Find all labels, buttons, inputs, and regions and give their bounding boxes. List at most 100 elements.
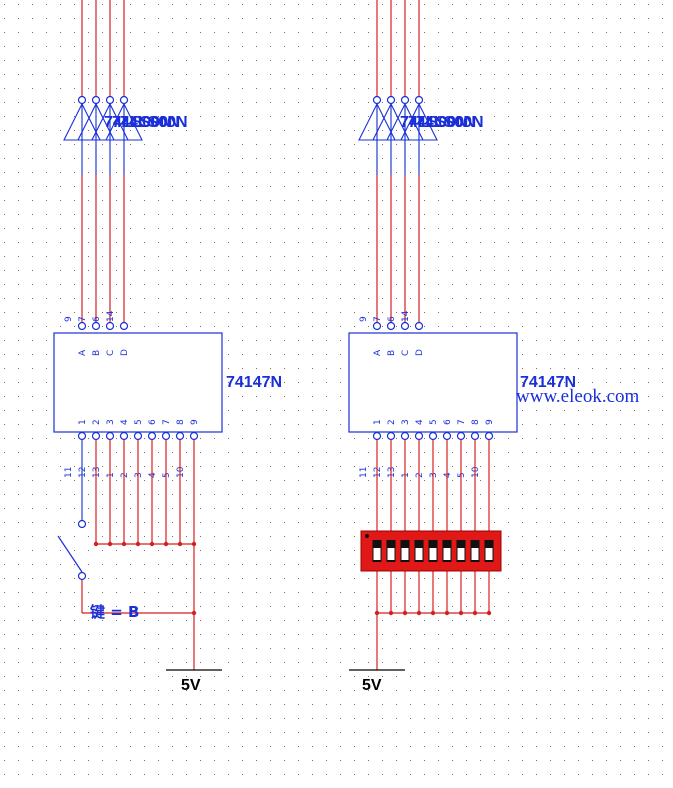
pin-number-top: 14 [106,310,116,322]
buffer-gates [63,95,143,141]
buffer-gates [358,95,438,141]
chip-input-pin-dot [105,321,115,331]
dip-toggle [471,548,479,560]
chip-output-pin-dot [147,431,157,441]
chip-output-pin-dot [91,431,101,441]
pin-number-top: 9 [359,316,369,322]
pin-number-bottom: 4 [443,472,453,478]
chip-input-pin-dot [91,321,101,331]
chip-output-name: 3 [106,419,116,425]
dip-toggle [373,548,381,560]
chip-output-name: 5 [429,419,439,425]
chip-input-name: B [92,350,102,356]
chip-input-pin-dot [372,321,382,331]
chip-output-name: 9 [190,419,200,425]
chip-output-pin-dot [161,431,171,441]
chip-output-pin-dot [133,431,143,441]
buffer-pin-dot [414,95,424,105]
power-label: 5V [181,677,201,694]
buffer-label-overlap: 74LS00N [112,114,180,131]
switch-lever [57,535,83,573]
chip-input-name: B [387,350,397,356]
pin-number-top: 6 [92,316,102,322]
dip-toggle [415,548,423,560]
chip-output-name: 8 [471,419,481,425]
pin-number-bottom: 10 [471,466,481,478]
buffer-pin-dot [105,95,115,105]
chip-output-name: 5 [134,419,144,425]
chip-output-name: 3 [401,419,411,425]
dip-toggle [443,548,451,560]
dip-switch[interactable] [360,530,502,572]
chip-output-pin-dot [442,431,452,441]
chip-output-name: 2 [92,419,102,425]
chip-input-pin-dot [386,321,396,331]
pin-number-bottom: 11 [359,467,369,478]
chip-input-name: D [120,349,130,356]
dip-toggle [429,548,437,560]
buffer-pin-dot [386,95,396,105]
chip-output-name: 1 [78,419,88,425]
pin-number-bottom: 11 [64,467,74,478]
pin-number-bottom: 5 [162,472,172,478]
dip-toggle [387,548,395,560]
chip-output-pin-dot [456,431,466,441]
dip-toggle [457,548,465,560]
pin-number-top: 9 [64,316,74,322]
chip-output-name: 7 [162,419,172,425]
switch-contact [77,519,87,529]
buffer-pin-dot [77,95,87,105]
chip-output-pin-dot [77,431,87,441]
chip-output-pin-dot [372,431,382,441]
chip-output-pin-dot [386,431,396,441]
chip-body [348,332,518,433]
pin-number-bottom: 2 [120,472,130,478]
pin-number-top: 6 [387,316,397,322]
chip-input-name: A [373,349,383,356]
chip-output-pin-dot [400,431,410,441]
buffer-pin-dot [372,95,382,105]
chip-output-pin-dot [189,431,199,441]
chip-output-pin-dot [428,431,438,441]
pin-number-bottom: 12 [78,467,88,478]
chip-output-pin-dot [105,431,115,441]
chip-output-pin-dot [470,431,480,441]
buffer-label-overlap-2: 74LS00N [120,114,188,131]
pin-number-bottom: 12 [373,467,383,478]
chip-label: 74147N [520,374,576,391]
buffer-label-overlap: 74LS00N [408,114,476,131]
chip-output-pin-dot [175,431,185,441]
chip-input-name: C [106,350,116,356]
pin-number-bottom: 10 [176,466,186,478]
chip-output-name: 2 [387,419,397,425]
pin-number-top: 14 [401,310,411,322]
dip-toggle [401,548,409,560]
chip-input-name: D [415,349,425,356]
chip-input-pin-dot [119,321,129,331]
watermark-text: www.eleok.com [516,386,640,407]
chip-output-pin-dot [484,431,494,441]
chip-input-pin-dot [400,321,410,331]
pin-number-bottom: 4 [148,472,158,478]
chip-input-pin-dot [77,321,87,331]
chip-output-name: 8 [176,419,186,425]
pin-number-bottom: 1 [106,472,116,478]
pin-number-bottom: 3 [134,472,144,478]
buffer-triangle [400,102,438,141]
pin-number-top: 7 [78,316,88,322]
chip-output-pin-dot [119,431,129,441]
pin-number-bottom: 5 [457,472,467,478]
pin-number-bottom: 1 [401,472,411,478]
chip-output-name: 6 [148,419,158,425]
chip-output-name: 4 [415,419,425,425]
power-label: 5V [362,677,382,694]
key-switch[interactable] [57,519,194,614]
buffer-pin-dot [91,95,101,105]
